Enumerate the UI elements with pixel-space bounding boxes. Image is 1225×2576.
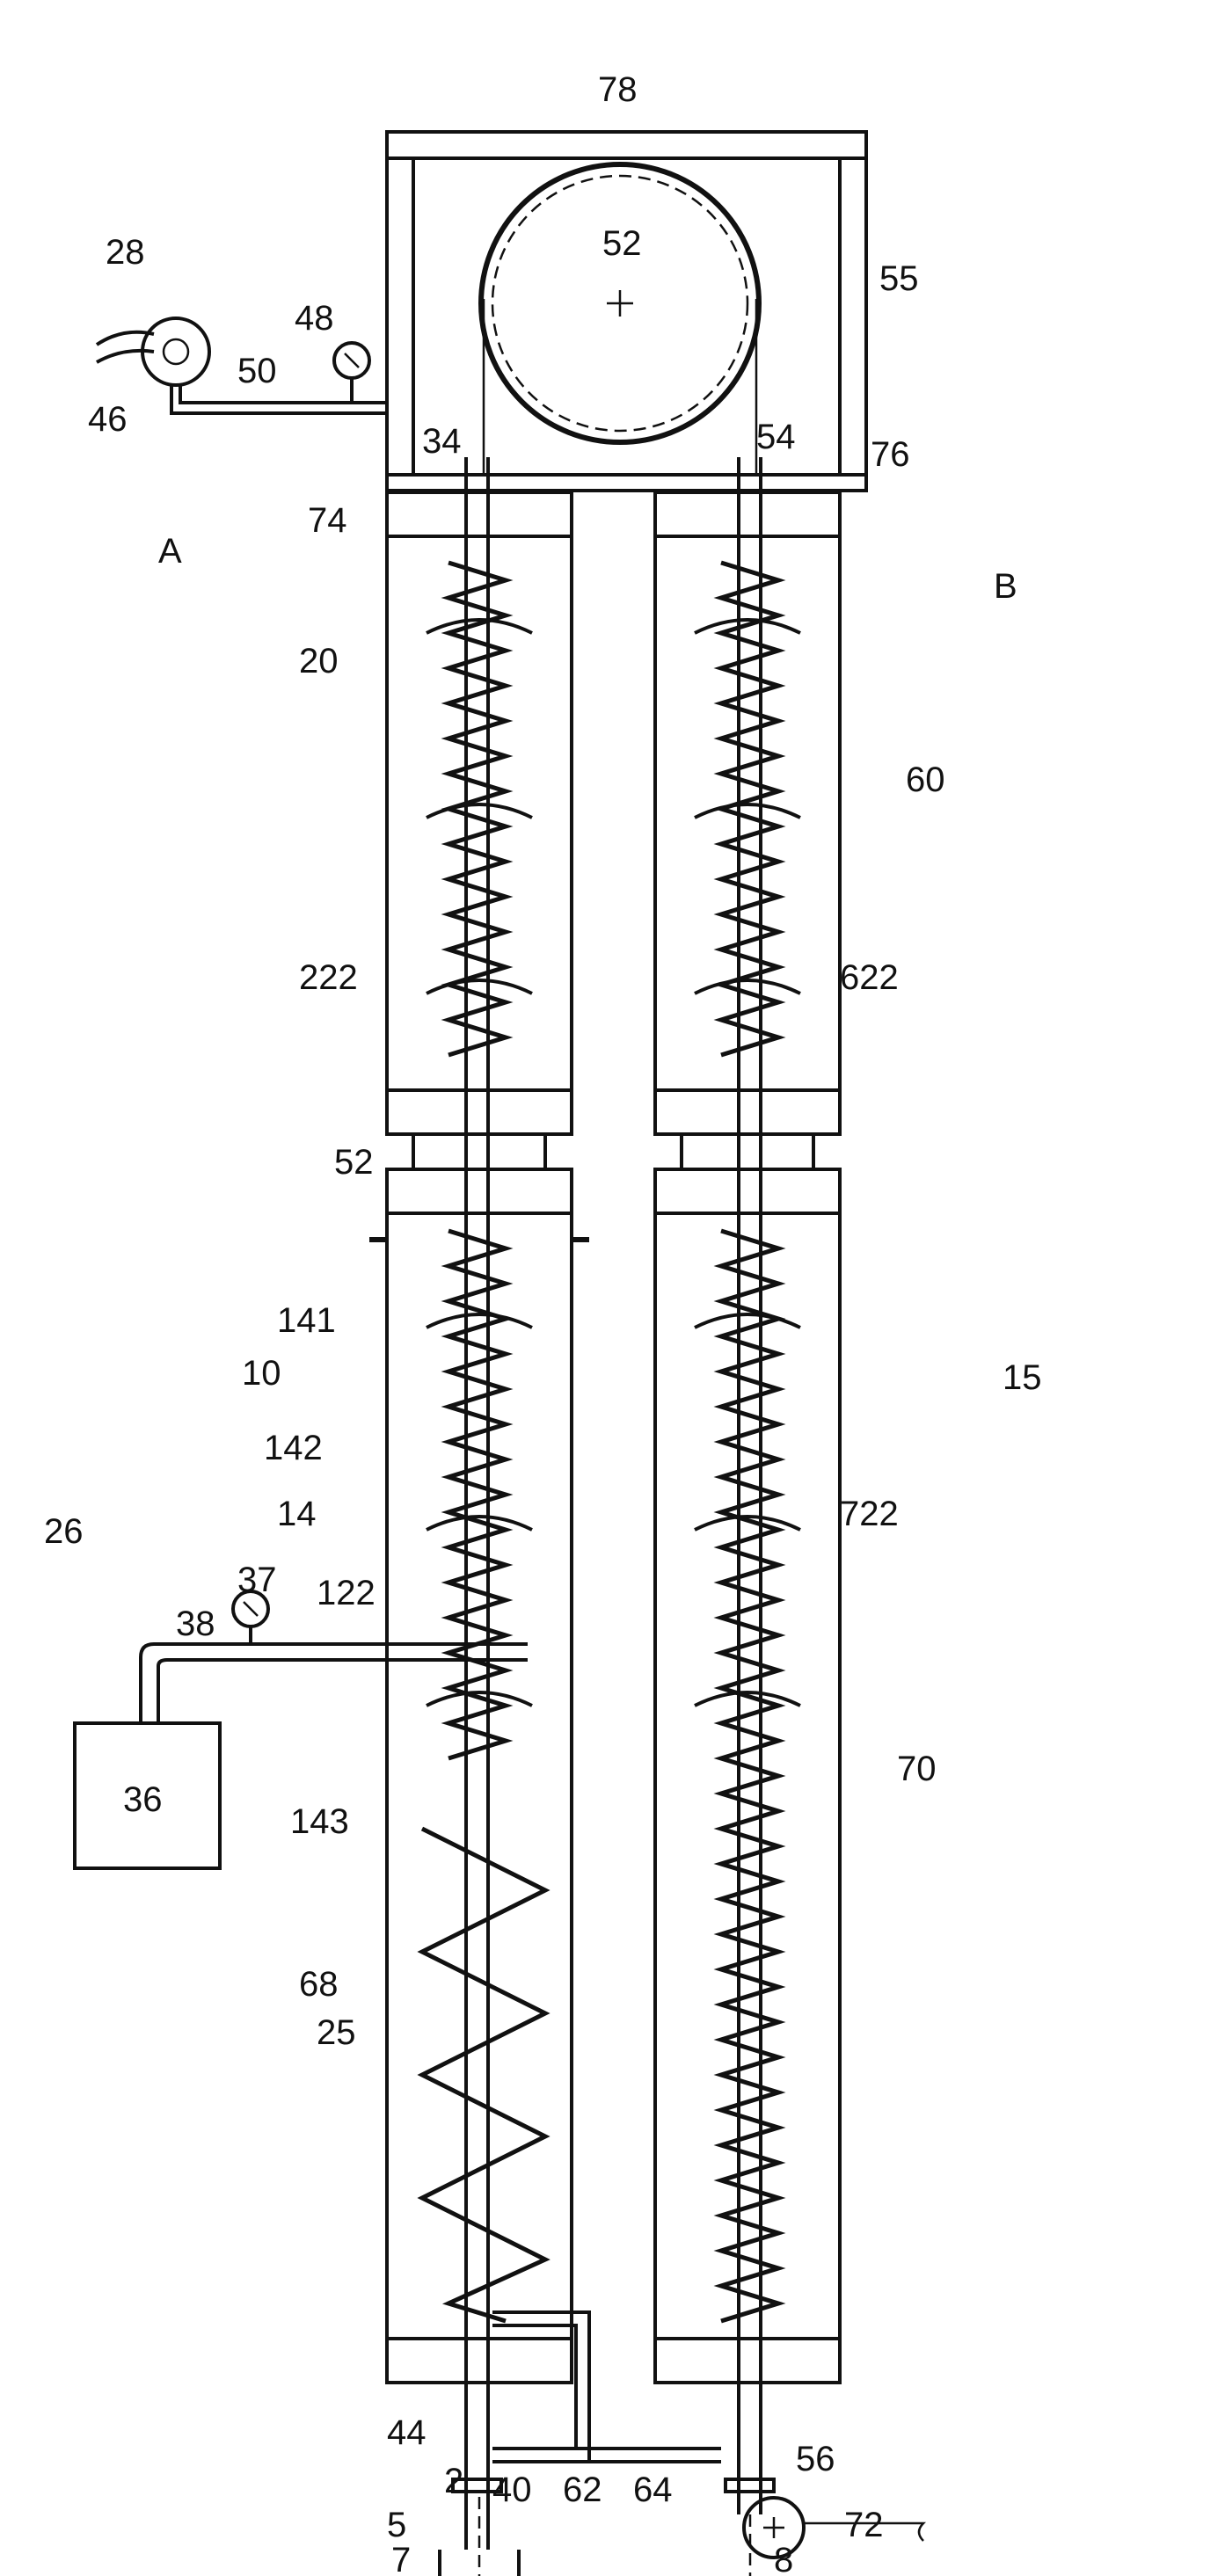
label-70: 70 — [897, 1750, 937, 1788]
label-28: 28 — [106, 233, 145, 272]
label-722: 722 — [840, 1495, 899, 1533]
label-52-drum: 52 — [602, 224, 642, 263]
label-44: 44 — [387, 2413, 427, 2452]
label-55: 55 — [879, 259, 919, 298]
label-8: 8 — [774, 2541, 793, 2576]
label-34: 34 — [422, 422, 462, 461]
label-A: A — [158, 532, 182, 571]
label-15: 15 — [1003, 1358, 1042, 1397]
label-64: 64 — [633, 2470, 673, 2509]
label-78: 78 — [598, 70, 638, 109]
label-56: 56 — [796, 2440, 835, 2478]
label-62: 62 — [563, 2470, 602, 2509]
reference-labels: 78 52 55 28 48 50 46 34 54 76 74 A B 20 … — [44, 70, 1042, 2576]
label-222: 222 — [299, 958, 358, 997]
label-74: 74 — [308, 501, 347, 540]
label-20: 20 — [299, 642, 339, 680]
label-48: 48 — [295, 299, 334, 338]
label-40: 40 — [492, 2470, 532, 2509]
label-B: B — [994, 567, 1017, 606]
label-76: 76 — [871, 435, 910, 474]
label-38: 38 — [176, 1605, 215, 1643]
label-7: 7 — [391, 2541, 411, 2576]
label-36: 36 — [123, 1780, 163, 1819]
label-10: 10 — [242, 1354, 281, 1393]
label-72: 72 — [844, 2506, 884, 2544]
label-143: 143 — [290, 1802, 349, 1841]
label-68: 68 — [299, 1965, 339, 2004]
label-122: 122 — [317, 1574, 376, 1612]
label-25: 25 — [317, 2013, 356, 2052]
right-column — [655, 457, 840, 2514]
label-141: 141 — [277, 1301, 336, 1340]
label-46: 46 — [88, 400, 128, 439]
label-60: 60 — [906, 760, 945, 799]
label-26: 26 — [44, 1512, 84, 1551]
label-142: 142 — [264, 1429, 323, 1467]
label-54: 54 — [756, 418, 796, 456]
label-50: 50 — [237, 352, 277, 390]
label-622: 622 — [840, 958, 899, 997]
label-2: 2 — [444, 2462, 463, 2500]
label-37: 37 — [237, 1561, 277, 1599]
left-column — [369, 457, 589, 2550]
label-14: 14 — [277, 1495, 317, 1533]
label-5: 5 — [387, 2506, 406, 2544]
label-52-spacer: 52 — [334, 1143, 374, 1182]
